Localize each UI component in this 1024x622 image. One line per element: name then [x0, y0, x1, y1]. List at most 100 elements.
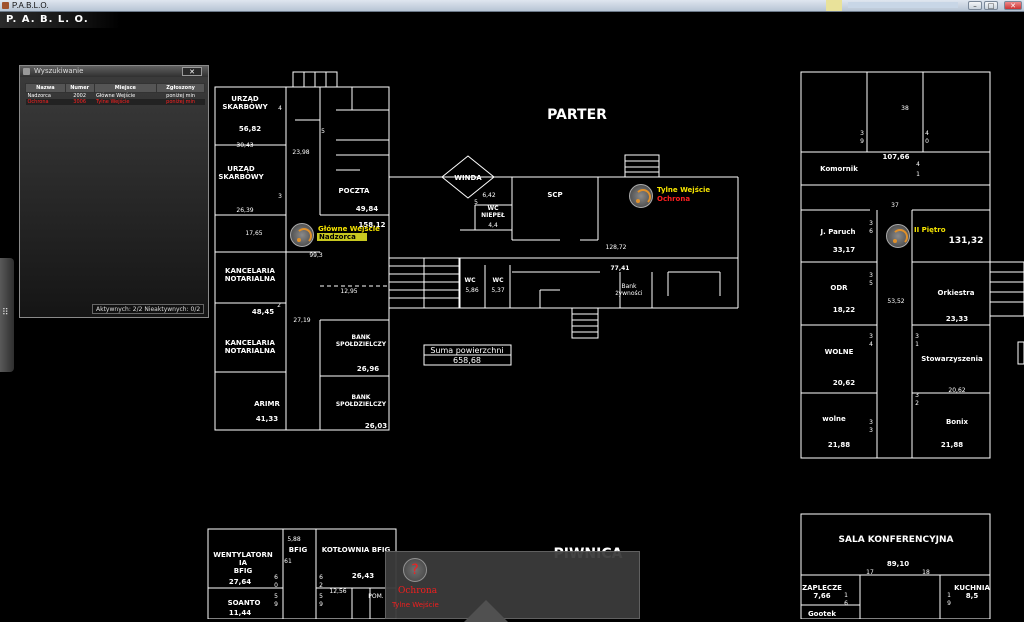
room-label: 3: [869, 427, 873, 434]
room-label: 20,62: [948, 387, 965, 394]
room-label: 21,88: [941, 441, 963, 449]
walls: [207, 71, 1024, 619]
room-label: 5: [474, 199, 478, 206]
search-close-button[interactable]: ✕: [182, 67, 202, 76]
taskbar-strip: [848, 2, 958, 8]
room-label: 1: [915, 341, 919, 348]
room-label: 41,33: [256, 415, 278, 423]
room-label: 1: [916, 171, 920, 178]
room-label: 18,22: [833, 306, 855, 314]
column-header[interactable]: Numer: [64, 83, 95, 93]
room-label: 9: [947, 600, 951, 607]
room-label: 7,66: [813, 592, 830, 600]
room-label: BFIG: [289, 546, 308, 554]
area-summary-label: Suma powierzchni: [430, 346, 503, 355]
room-label: wolne: [822, 415, 846, 423]
sensor-person-label: Nadzorca: [317, 233, 367, 241]
room-label: POCZTA: [339, 187, 371, 195]
room-label: 3: [869, 272, 873, 279]
room-label: WOLNE: [825, 348, 854, 356]
column-header[interactable]: Miejsce: [93, 83, 158, 93]
maximize-button[interactable]: □: [984, 1, 998, 10]
room-label: 2: [277, 302, 281, 309]
room-label: 61: [284, 558, 292, 565]
room-label: 17,65: [245, 230, 262, 237]
cell-reported: poniżej min: [156, 99, 205, 105]
room-label: 6: [274, 574, 278, 581]
table-row[interactable]: Ochrona 3006 Tylne Wejście poniżej min: [25, 99, 205, 105]
column-header[interactable]: Nazwa: [25, 83, 66, 93]
room-label: 128,72: [606, 244, 627, 251]
room-label: 89,10: [887, 560, 909, 568]
sensor-person-label: Ochrona: [657, 195, 691, 203]
room-label: 12,95: [340, 288, 357, 295]
room-label: 99,3: [309, 252, 323, 259]
room-label: 27,19: [293, 317, 310, 324]
room-label: WC: [492, 277, 504, 284]
room-label: 11,44: [229, 609, 251, 617]
cell-name: Nadzorca: [27, 93, 51, 99]
sensor-ii-pietro[interactable]: [886, 224, 910, 248]
room-label: 18: [922, 569, 930, 576]
results-table: Nazwa Numer Miejsce Zgłoszony Nadzorca 2…: [25, 83, 205, 105]
room-label: 5,37: [491, 287, 505, 294]
room-label: 5: [274, 593, 278, 600]
status-counts: Aktywnych: 2/2 Nieaktywnych: 0/2: [92, 304, 204, 314]
close-button[interactable]: ✕: [1004, 1, 1022, 10]
app-icon: [2, 2, 9, 9]
room-label: 9: [860, 138, 864, 145]
room-label: 0: [925, 138, 929, 145]
room-label: 26,96: [357, 365, 379, 373]
room-label: 49,84: [356, 205, 378, 213]
alarm-person: Ochrona: [398, 586, 438, 596]
area-summary-value: 658,68: [453, 356, 481, 365]
cell-place: Tylne Wejście: [94, 99, 157, 105]
room-label: POM.: [368, 593, 384, 600]
room-label: 12,56: [329, 588, 346, 595]
room-label: Komornik: [820, 165, 858, 173]
room-label: 21,88: [828, 441, 850, 449]
room-label: 38: [901, 105, 909, 112]
room-label: 6: [319, 574, 323, 581]
taskbar-indicator: [826, 0, 842, 11]
room-label: 0: [274, 582, 278, 589]
sensor-place-label: Tylne Wejście: [657, 186, 711, 194]
app-brand: P. A. B. L. O.: [6, 14, 89, 25]
room-label: KOTŁOWNIA BFIG: [322, 546, 391, 554]
room-label: 3: [869, 220, 873, 227]
room-label: 77,41: [611, 265, 630, 272]
alarm-popup[interactable]: ? Ochrona Tylne Wejście: [385, 551, 640, 622]
cell-number: 3006: [65, 99, 95, 105]
room-label: 4,4: [488, 222, 498, 229]
room-label: Stowarzyszenia: [921, 355, 983, 363]
minimize-button[interactable]: –: [968, 1, 982, 10]
room-label: WINDA: [454, 174, 482, 182]
room-label: 17: [866, 569, 874, 576]
room-label: ODR: [830, 284, 848, 292]
table-row[interactable]: Nadzorca 2002 Główne Wejście poniżej min: [26, 93, 205, 99]
search-icon: [23, 68, 30, 75]
sensor-glowne-wejscie[interactable]: [290, 223, 314, 247]
room-label: 37: [891, 202, 899, 209]
sensor-tylne-wejscie[interactable]: [629, 184, 653, 208]
cell-number: 2002: [73, 93, 87, 99]
room-label: 3: [278, 193, 282, 200]
room-label: 1: [947, 592, 951, 599]
room-label: SALA KONFERENCYJNA: [839, 535, 954, 545]
search-window[interactable]: Wyszukiwanie ✕ Nazwa Numer Miejsce Zgłos…: [19, 65, 209, 318]
room-label: 4: [869, 341, 873, 348]
room-label: 107,66: [882, 153, 909, 161]
side-panel-toggle[interactable]: ⠿: [0, 258, 14, 372]
room-label: 33,17: [833, 246, 855, 254]
column-header[interactable]: Zgłoszony: [156, 83, 205, 93]
room-label: Orkiestra: [938, 289, 975, 297]
brand-bar: [0, 12, 120, 28]
cell-name: Ochrona: [25, 99, 66, 105]
room-label: 5,86: [465, 287, 479, 294]
search-window-header[interactable]: Wyszukiwanie ✕: [20, 66, 208, 77]
